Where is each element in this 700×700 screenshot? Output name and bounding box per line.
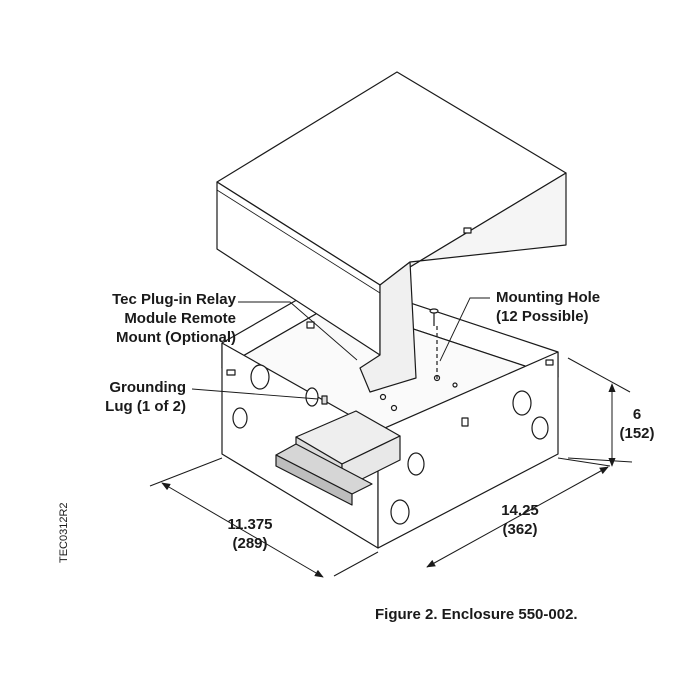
height-value: 6: [632, 406, 642, 423]
enclosure-cover: [216, 71, 567, 393]
floor-hole: [452, 382, 458, 388]
cover-bent-tab: [359, 261, 417, 393]
depth-dimension-line: [426, 466, 609, 568]
mounting-callout-line-1: Mounting Hole: [496, 289, 601, 306]
relay-module: [275, 410, 401, 506]
wall-slot: [545, 359, 554, 366]
cover-slot: [463, 227, 472, 234]
mounting-callout-line-2: (12 Possible): [496, 308, 589, 325]
height-extension-top: [567, 357, 631, 393]
wall-slot: [461, 417, 469, 427]
width-dimension-label: 11.375 (289): [220, 515, 280, 553]
width-metric: (289): [232, 535, 268, 552]
depth-dimension-label: 14.25 (362): [490, 501, 550, 539]
knockout: [250, 364, 270, 390]
knockout: [512, 390, 532, 416]
depth-value: 14.25: [501, 502, 539, 519]
depth-metric: (362): [502, 521, 538, 538]
height-metric: (152): [619, 425, 655, 442]
relay-callout-line-3: Mount (Optional): [116, 329, 236, 346]
height-extension-bottom: [567, 457, 633, 463]
drawing-code: TEC0312R2: [58, 502, 70, 563]
mounting-leader: [439, 297, 490, 362]
knockout: [305, 387, 319, 407]
mounting-callout: Mounting Hole (12 Possible): [496, 288, 600, 326]
wall-slot: [226, 369, 236, 376]
knockout: [531, 416, 549, 440]
width-extension-left: [149, 457, 223, 487]
mounting-screw: [429, 308, 439, 380]
terminal-strip-front: [275, 454, 353, 506]
height-dimension-label: 6 (152): [612, 405, 662, 443]
grounding-leader: [191, 388, 319, 400]
knockout: [407, 452, 425, 476]
relay-callout-line-2: Module Remote: [124, 310, 236, 327]
width-dimension-line: [161, 482, 324, 578]
knockout: [232, 407, 248, 429]
width-value: 11.375: [227, 516, 273, 533]
knockout: [390, 499, 410, 525]
width-extension-right: [333, 551, 379, 577]
relay-callout: Tec Plug-in Relay Module Remote Mount (O…: [112, 290, 236, 347]
cover-slot: [306, 321, 315, 329]
figure-caption: Figure 2. Enclosure 550-002.: [375, 606, 578, 623]
floor-hole: [379, 393, 387, 401]
grounding-callout: Grounding Lug (1 of 2): [105, 378, 186, 416]
relay-leader: [238, 301, 358, 361]
grounding-callout-line-2: Lug (1 of 2): [105, 398, 186, 415]
relay-callout-line-1: Tec Plug-in Relay: [112, 291, 236, 308]
grounding-lug: [321, 395, 328, 405]
grounding-callout-line-1: Grounding: [109, 379, 186, 396]
depth-extension-right: [557, 457, 611, 467]
floor-hole: [390, 404, 398, 412]
